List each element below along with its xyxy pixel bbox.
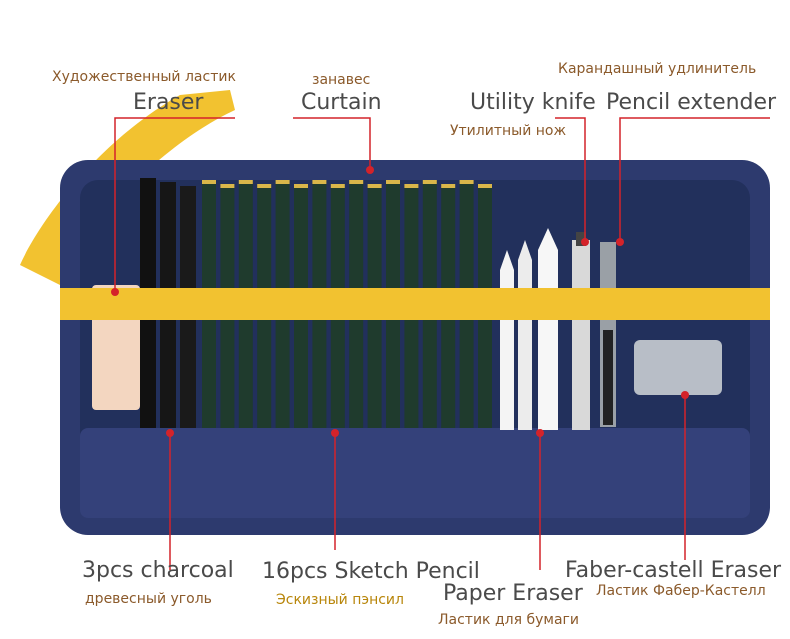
paper-eraser xyxy=(518,240,532,430)
paper-eraser xyxy=(500,250,514,430)
utility-knife xyxy=(572,240,590,430)
pointer-lines xyxy=(114,117,770,570)
faber-ru-label: Ластик Фабер-Кастелл xyxy=(596,583,766,599)
knife-ru-label: Утилитный нож xyxy=(450,123,567,139)
pocket-flap xyxy=(80,428,750,518)
pencil-cap xyxy=(404,184,419,188)
pencil-cap xyxy=(422,180,437,184)
pencil-cap xyxy=(238,180,253,184)
pointer-dots xyxy=(111,166,689,437)
pencil-cap xyxy=(275,180,290,184)
extender-grip xyxy=(603,330,613,425)
faber-castell-eraser xyxy=(634,340,722,395)
pencil-cap xyxy=(312,180,327,184)
pencil-cap xyxy=(257,184,272,188)
strap-band xyxy=(60,288,770,320)
sketch-ru-label: Эскизный пэнсил xyxy=(276,592,404,608)
knife-en-label: Utility knife xyxy=(470,90,596,115)
paper-erasers xyxy=(500,228,558,430)
pencil-cap xyxy=(478,184,492,188)
pencil-cap xyxy=(202,180,216,184)
pencil-cap xyxy=(367,184,382,188)
pencil-cap xyxy=(220,184,235,188)
eraser-en-label: Eraser xyxy=(133,90,204,115)
pencil-cap xyxy=(459,180,474,184)
knife-tip xyxy=(576,232,586,246)
extender-ru-label: Карандашный удлинитель xyxy=(558,61,757,77)
charcoal-en-label: 3pcs charcoal xyxy=(82,558,234,583)
pencil-cap xyxy=(330,184,345,188)
extender-en-label: Pencil extender xyxy=(606,90,777,115)
eraser-ru-label: Художественный ластик xyxy=(52,69,236,85)
paper-en-label: Paper Eraser xyxy=(443,581,583,606)
pencil-cap xyxy=(294,184,308,188)
pencil-cap xyxy=(386,180,400,184)
curtain-en-label: Curtain xyxy=(301,90,382,115)
charcoal-ru-label: древесный уголь xyxy=(85,591,212,607)
paper-ru-label: Ластик для бумаги xyxy=(438,612,579,628)
curtain-ru-label: занавес xyxy=(312,72,371,88)
sketch-en-label: 16pcs Sketch Pencil xyxy=(262,559,480,584)
faber-en-label: Faber-castell Eraser xyxy=(565,558,782,583)
pencil-cap xyxy=(349,180,364,184)
pencil-cap xyxy=(441,184,456,188)
paper-eraser xyxy=(538,228,558,430)
